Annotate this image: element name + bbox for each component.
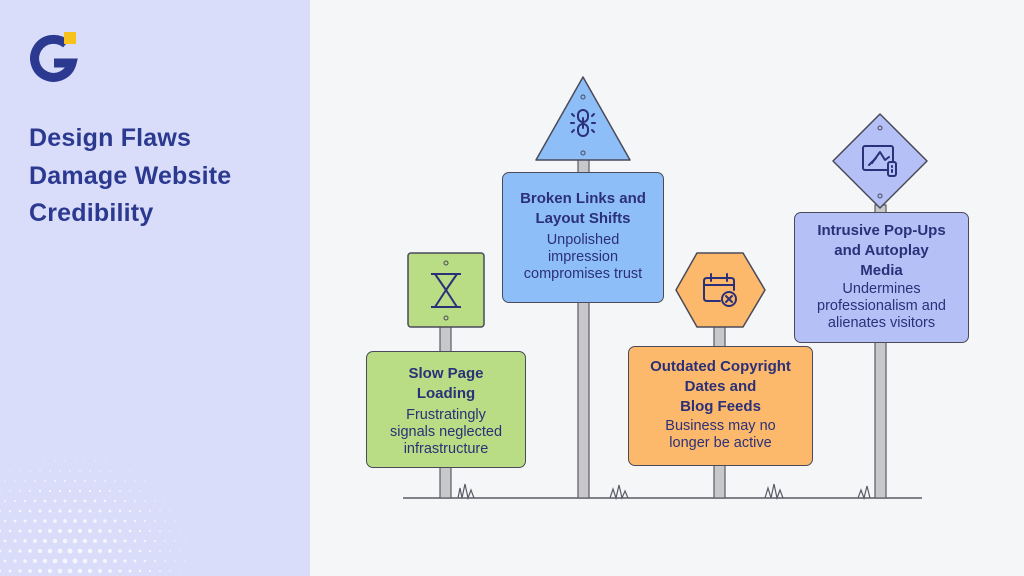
popup-media-icon xyxy=(862,145,897,177)
title-line-3: Credibility xyxy=(29,199,154,227)
card-title: Intrusive Pop-Ups and Autoplay Media xyxy=(817,222,946,279)
card-description: Business may no longer be active xyxy=(665,418,776,451)
title-line-2: Damage Website xyxy=(29,161,232,190)
card-slow-page-loading: Slow Page Loading Frustratingly signals … xyxy=(366,351,526,468)
card-title: Outdated Copyright Dates and Blog Feeds xyxy=(650,358,791,415)
diamond-sign xyxy=(832,113,928,209)
signs-scene: Slow Page Loading Frustratingly signals … xyxy=(310,0,1024,576)
calendar-x-icon xyxy=(703,273,737,307)
brand-logo-icon xyxy=(30,32,78,82)
card-description: Undermines professionalism and alienates… xyxy=(817,281,946,331)
card-intrusive-popups: Intrusive Pop-Ups and Autoplay Media Und… xyxy=(794,212,969,343)
broken-link-icon xyxy=(570,109,596,137)
card-title: Slow Page Loading xyxy=(408,365,484,402)
halftone-decoration xyxy=(0,450,191,574)
card-broken-links: Broken Links and Layout Shifts Unpolishe… xyxy=(502,172,664,303)
card-description: Unpolished impression compromises trust xyxy=(523,232,643,282)
card-title: Broken Links and Layout Shifts xyxy=(520,190,646,227)
card-outdated-copyright: Outdated Copyright Dates and Blog Feeds … xyxy=(628,346,813,466)
grass-tufts xyxy=(457,483,871,501)
page-title: Design Flaws Damage Website Credibility xyxy=(29,120,299,233)
hexagon-sign xyxy=(675,252,766,328)
hourglass-icon xyxy=(431,273,461,308)
left-panel: Design Flaws Damage Website Credibility xyxy=(0,0,310,576)
card-description: Frustratingly signals neglected infrastr… xyxy=(389,407,503,457)
title-line-1: Design Flaws xyxy=(29,124,192,152)
